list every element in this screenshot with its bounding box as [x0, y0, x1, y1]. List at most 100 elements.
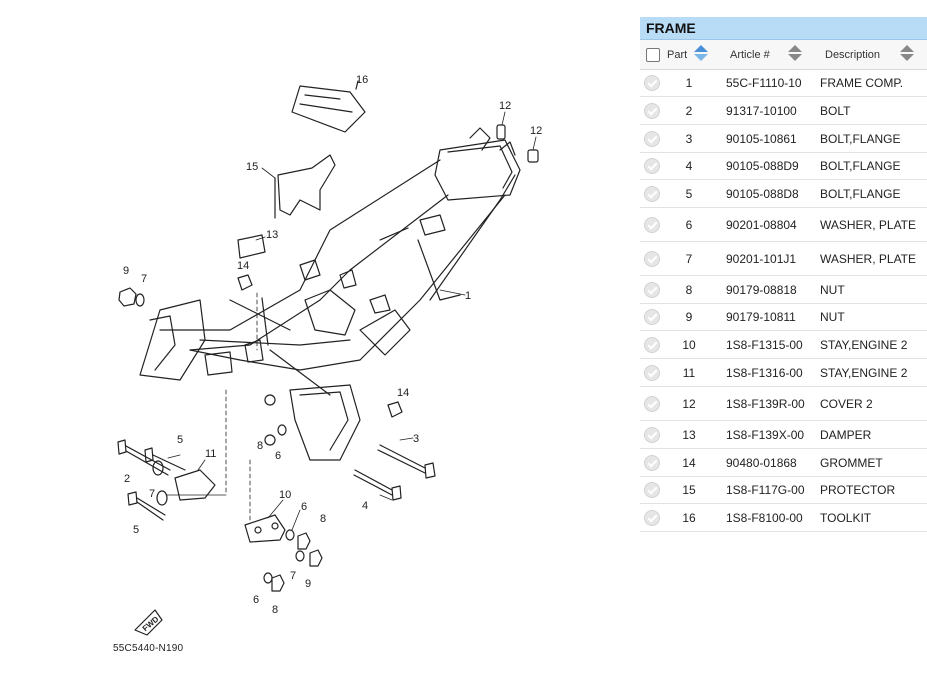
- row-part-number: 4: [685, 159, 693, 173]
- callout-12-a: 12: [499, 100, 511, 112]
- callout-6-c: 6: [253, 594, 259, 606]
- table-header: Part Article # Description: [640, 40, 927, 70]
- callout-14-b: 14: [397, 387, 409, 399]
- row-checkmark-icon[interactable]: [644, 309, 660, 325]
- diagram-code: 55C5440-N190: [113, 643, 184, 654]
- panel-title: FRAME: [640, 17, 927, 40]
- leader-lines: [165, 111, 537, 531]
- row-checkmark-icon[interactable]: [644, 216, 660, 233]
- grommet-upper-drawing: [237, 274, 253, 291]
- callout-8-a: 8: [257, 440, 263, 452]
- table-row[interactable]: 14 90480-01868 GROMMET: [640, 449, 927, 477]
- table-row[interactable]: 2 91317-10100 BOLT: [640, 97, 927, 125]
- header-article[interactable]: Article #: [730, 49, 770, 61]
- row-article-number: 91317-10100: [726, 103, 797, 118]
- row-checkmark-icon[interactable]: [644, 185, 660, 202]
- row-description: NUT: [820, 310, 845, 324]
- row-description: TOOLKIT: [820, 510, 872, 525]
- protector-drawing: [274, 154, 336, 219]
- row-article-number: 90201-101J1: [726, 251, 797, 266]
- callout-7: 7: [141, 273, 147, 285]
- damper-drawing: [237, 234, 266, 259]
- header-description[interactable]: Description: [825, 49, 881, 61]
- row-part-number: 14: [682, 455, 696, 470]
- sort-description-icon[interactable]: [900, 45, 914, 63]
- callout-6-a: 6: [275, 450, 281, 462]
- row-checkmark-icon[interactable]: [644, 395, 660, 412]
- row-description: BOLT,FLANGE: [820, 131, 901, 146]
- callout-7-b: 7: [149, 488, 155, 500]
- table-row[interactable]: 8 90179-08818 NUT: [640, 276, 927, 304]
- callout-13: 13: [266, 229, 278, 241]
- row-article-number: 90179-08818: [726, 282, 797, 297]
- row-checkmark-icon[interactable]: [644, 509, 660, 526]
- callout-4: 4: [362, 500, 368, 512]
- row-description: GROMMET: [820, 455, 883, 470]
- nut-washer-left-drawing: [118, 287, 145, 307]
- fwd-label: FWD: [141, 614, 161, 633]
- row-part-number: 12: [682, 396, 696, 411]
- row-description: NUT: [820, 282, 845, 297]
- callout-15: 15: [246, 161, 258, 173]
- row-description: WASHER, PLATE: [820, 217, 917, 232]
- callout-3: 3: [413, 433, 419, 445]
- row-part-number: 9: [685, 310, 693, 324]
- row-part-number: 11: [682, 365, 696, 380]
- table-row[interactable]: 16 1S8-F8100-00 TOOLKIT: [640, 504, 927, 532]
- grommet-lower-drawing: [387, 401, 403, 418]
- row-checkmark-icon[interactable]: [644, 75, 660, 91]
- row-checkmark-icon[interactable]: [644, 102, 660, 119]
- row-checkmark-icon[interactable]: [644, 158, 660, 174]
- row-checkmark-icon[interactable]: [644, 281, 660, 298]
- row-article-number: 1S8-F139R-00: [726, 396, 805, 411]
- row-checkmark-icon[interactable]: [644, 426, 660, 443]
- row-checkmark-icon[interactable]: [644, 364, 660, 381]
- row-checkmark-icon[interactable]: [644, 130, 660, 147]
- header-part[interactable]: Part: [667, 49, 688, 61]
- row-part-number: 16: [682, 510, 696, 525]
- row-checkmark-icon[interactable]: [644, 482, 660, 498]
- select-all-checkbox[interactable]: [646, 48, 660, 62]
- row-article-number: 90201-08804: [726, 217, 797, 232]
- row-description: DAMPER: [820, 427, 872, 442]
- table-row[interactable]: 6 90201-08804 WASHER, PLATE: [640, 208, 927, 242]
- row-description: FRAME COMP.: [820, 76, 904, 90]
- engine-stay-11-drawing: [174, 469, 216, 501]
- row-article-number: 90480-01868: [726, 455, 797, 470]
- row-article-number: 90105-088D9: [726, 159, 799, 173]
- callout-5-b: 5: [133, 524, 139, 536]
- row-description: PROTECTOR: [820, 483, 896, 497]
- callout-12-b: 12: [530, 125, 542, 137]
- callout-16: 16: [356, 74, 368, 86]
- row-checkmark-icon[interactable]: [644, 336, 660, 353]
- row-description: STAY,ENGINE 2: [820, 337, 908, 352]
- row-description: BOLT: [820, 103, 851, 118]
- row-part-number: 8: [685, 282, 693, 297]
- callout-9: 9: [123, 265, 129, 277]
- engine-stay-10-drawing: [244, 394, 323, 592]
- row-part-number: 6: [685, 217, 693, 232]
- callout-9-b: 9: [305, 578, 311, 590]
- row-checkmark-icon[interactable]: [644, 250, 660, 267]
- row-part-number: 2: [685, 103, 693, 118]
- row-part-number: 5: [685, 186, 693, 201]
- row-article-number: 1S8-F1316-00: [726, 365, 803, 380]
- row-checkmark-icon[interactable]: [644, 454, 660, 471]
- row-article-number: 1S8-F8100-00: [726, 510, 803, 525]
- frame-exploded-view: 16 12 12 15 13 9 7 14 1 14 8 6 3 5 2 11 …: [117, 74, 542, 636]
- sort-part-icon[interactable]: [694, 45, 708, 63]
- sort-article-icon[interactable]: [788, 45, 802, 63]
